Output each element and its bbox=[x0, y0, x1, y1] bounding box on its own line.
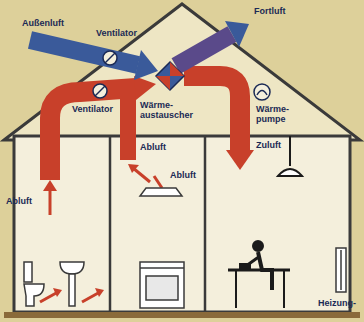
fan-symbol-part bbox=[105, 53, 115, 63]
office-figure-part bbox=[283, 270, 285, 308]
fan-symbol-part bbox=[103, 51, 117, 65]
heat-exchanger-part bbox=[156, 76, 170, 90]
room-air-arrows-part bbox=[43, 180, 57, 191]
component-label: Heizung- bbox=[318, 298, 356, 308]
room-air-arrows-part bbox=[95, 288, 104, 297]
house-outline-part bbox=[204, 136, 207, 312]
heat-pump-symbol-part bbox=[254, 84, 270, 100]
room-air-arrows-part bbox=[40, 292, 58, 302]
kitchen-fixtures-part bbox=[140, 267, 184, 269]
exhaust-air-duct-part bbox=[120, 96, 136, 160]
room-air-arrows-part bbox=[82, 292, 100, 302]
room-air-arrows-part bbox=[133, 168, 150, 182]
outside-air-arrow-part bbox=[134, 50, 158, 80]
heat-exchanger-part bbox=[156, 62, 184, 90]
heat-pump-symbol bbox=[254, 84, 270, 100]
outside-air-arrow-part bbox=[30, 40, 138, 65]
fan-symbol-part bbox=[93, 84, 107, 98]
kitchen-fixtures-part bbox=[140, 188, 182, 196]
office-figure-part bbox=[228, 269, 290, 272]
air-label: Abluft bbox=[170, 170, 196, 180]
fan-label: Ventilator bbox=[96, 28, 137, 38]
house-outline bbox=[4, 4, 360, 318]
room-air-arrows-part bbox=[128, 164, 139, 173]
component-label: Wärme- austauscher bbox=[140, 100, 196, 120]
bathroom-fixtures-part bbox=[24, 262, 32, 282]
house-outline-part bbox=[109, 136, 112, 312]
supply-air-duct bbox=[184, 76, 254, 170]
fan-label: Ventilator bbox=[72, 104, 113, 114]
house-outline-part bbox=[4, 312, 360, 318]
outside-air-arrow bbox=[30, 40, 158, 80]
air-label: Außenluft bbox=[22, 18, 64, 28]
office-figure bbox=[228, 136, 302, 308]
room-air-arrows-part bbox=[154, 176, 162, 188]
room-air-arrows-part bbox=[53, 288, 62, 297]
heat-exchanger bbox=[156, 62, 184, 90]
office-figure-part bbox=[235, 270, 237, 308]
room-air-arrows-part bbox=[49, 190, 52, 215]
kitchen-fixtures bbox=[140, 188, 184, 308]
fan-symbol-part bbox=[95, 86, 105, 96]
kitchen-fixtures-part bbox=[140, 262, 184, 308]
office-figure-part bbox=[253, 241, 263, 251]
bathroom-fixtures-part bbox=[60, 262, 84, 274]
radiator-part bbox=[340, 250, 342, 290]
heat-pump-symbol-part bbox=[257, 91, 267, 96]
air-label: Abluft bbox=[6, 196, 32, 206]
exhaust-air-duct bbox=[50, 76, 156, 180]
exhaust-out-arrow-part bbox=[225, 21, 249, 47]
fan-symbol bbox=[93, 51, 117, 98]
exhaust-air-duct-part bbox=[50, 88, 136, 180]
exhaust-out-arrow-part bbox=[176, 34, 232, 66]
radiator bbox=[336, 248, 346, 292]
bathroom-fixtures bbox=[24, 262, 84, 306]
room-air-arrows bbox=[40, 164, 178, 304]
office-figure-part bbox=[278, 169, 302, 176]
air-label: Fortluft bbox=[254, 6, 286, 16]
component-label: Wärme- pumpe bbox=[256, 104, 296, 124]
exhaust-out-arrow bbox=[176, 21, 249, 66]
office-figure-part bbox=[240, 264, 250, 269]
supply-air-duct-part bbox=[226, 150, 254, 170]
house-outline-part bbox=[14, 136, 350, 312]
office-figure-part bbox=[289, 136, 291, 166]
air-label: Zuluft bbox=[256, 140, 281, 150]
exhaust-air-duct-part bbox=[134, 76, 156, 100]
radiator-part bbox=[336, 248, 346, 292]
bathroom-fixtures-part bbox=[24, 284, 44, 306]
heat-exchanger-part bbox=[170, 62, 184, 76]
kitchen-fixtures-part bbox=[146, 276, 178, 300]
bathroom-fixtures-part bbox=[69, 274, 75, 306]
air-label: Abluft bbox=[140, 142, 166, 152]
